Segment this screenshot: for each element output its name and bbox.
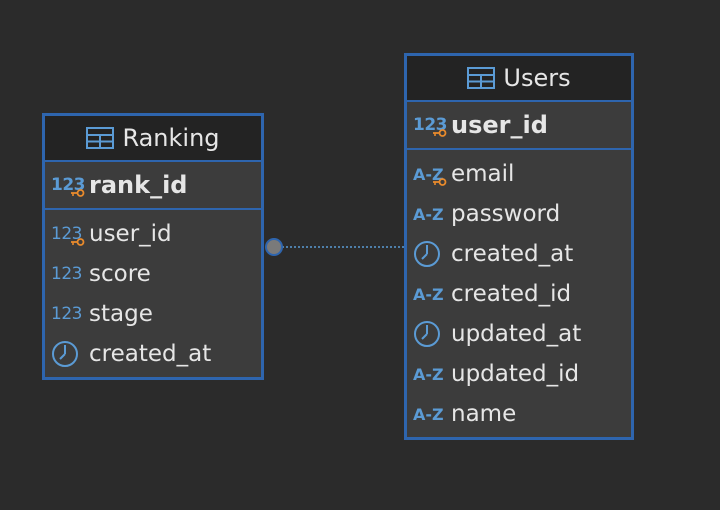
string-type-icon: A-Z xyxy=(413,404,444,424)
key-icon xyxy=(433,129,447,137)
table-icon xyxy=(86,127,115,149)
numeric-type-icon: 123 xyxy=(51,264,82,284)
clock-icon xyxy=(413,240,447,268)
column-row[interactable]: 123 stage xyxy=(45,294,261,334)
table-icon xyxy=(467,67,496,89)
column-name: created_at xyxy=(451,241,574,267)
column-name: name xyxy=(451,401,517,427)
relationship-endpoint[interactable] xyxy=(265,238,283,256)
ranking-table-header[interactable]: Ranking xyxy=(45,116,261,162)
column-name: created_at xyxy=(89,341,212,367)
column-row[interactable]: created_at xyxy=(407,234,631,274)
users-table-header[interactable]: Users xyxy=(407,56,631,102)
numeric-type-icon: 123 xyxy=(413,111,448,139)
string-type-icon: A-Z xyxy=(413,160,447,188)
key-icon xyxy=(71,238,85,246)
column-name: created_id xyxy=(451,281,572,307)
column-row[interactable]: A-Z name xyxy=(407,394,631,434)
numeric-type-icon: 123 xyxy=(51,304,82,324)
numeric-type-icon: 123 xyxy=(51,220,85,248)
column-row[interactable]: A-Z updated_id xyxy=(407,354,631,394)
column-row[interactable]: created_at xyxy=(45,334,261,374)
string-type-icon: A-Z xyxy=(413,204,444,224)
column-row[interactable]: updated_at xyxy=(407,314,631,354)
column-row[interactable]: A-Z created_id xyxy=(407,274,631,314)
column-name: updated_at xyxy=(451,321,582,347)
column-name: user_id xyxy=(89,221,172,247)
column-row[interactable]: A-Z password xyxy=(407,194,631,234)
column-name: rank_id xyxy=(89,171,188,199)
key-icon xyxy=(71,189,85,197)
column-name: stage xyxy=(89,301,153,327)
column-name: score xyxy=(89,261,151,287)
string-type-icon: A-Z xyxy=(413,364,444,384)
column-name: password xyxy=(451,201,561,227)
numeric-type-icon: 123 xyxy=(51,171,86,199)
column-name: user_id xyxy=(451,111,548,139)
key-icon xyxy=(433,178,447,186)
ranking-table-title: Ranking xyxy=(122,124,220,152)
column-name: email xyxy=(451,161,515,187)
column-row[interactable]: 123 score xyxy=(45,254,261,294)
string-type-icon: A-Z xyxy=(413,284,444,304)
clock-icon xyxy=(413,320,447,348)
column-name: updated_id xyxy=(451,361,580,387)
clock-icon xyxy=(51,340,85,368)
users-table-title: Users xyxy=(503,64,571,92)
